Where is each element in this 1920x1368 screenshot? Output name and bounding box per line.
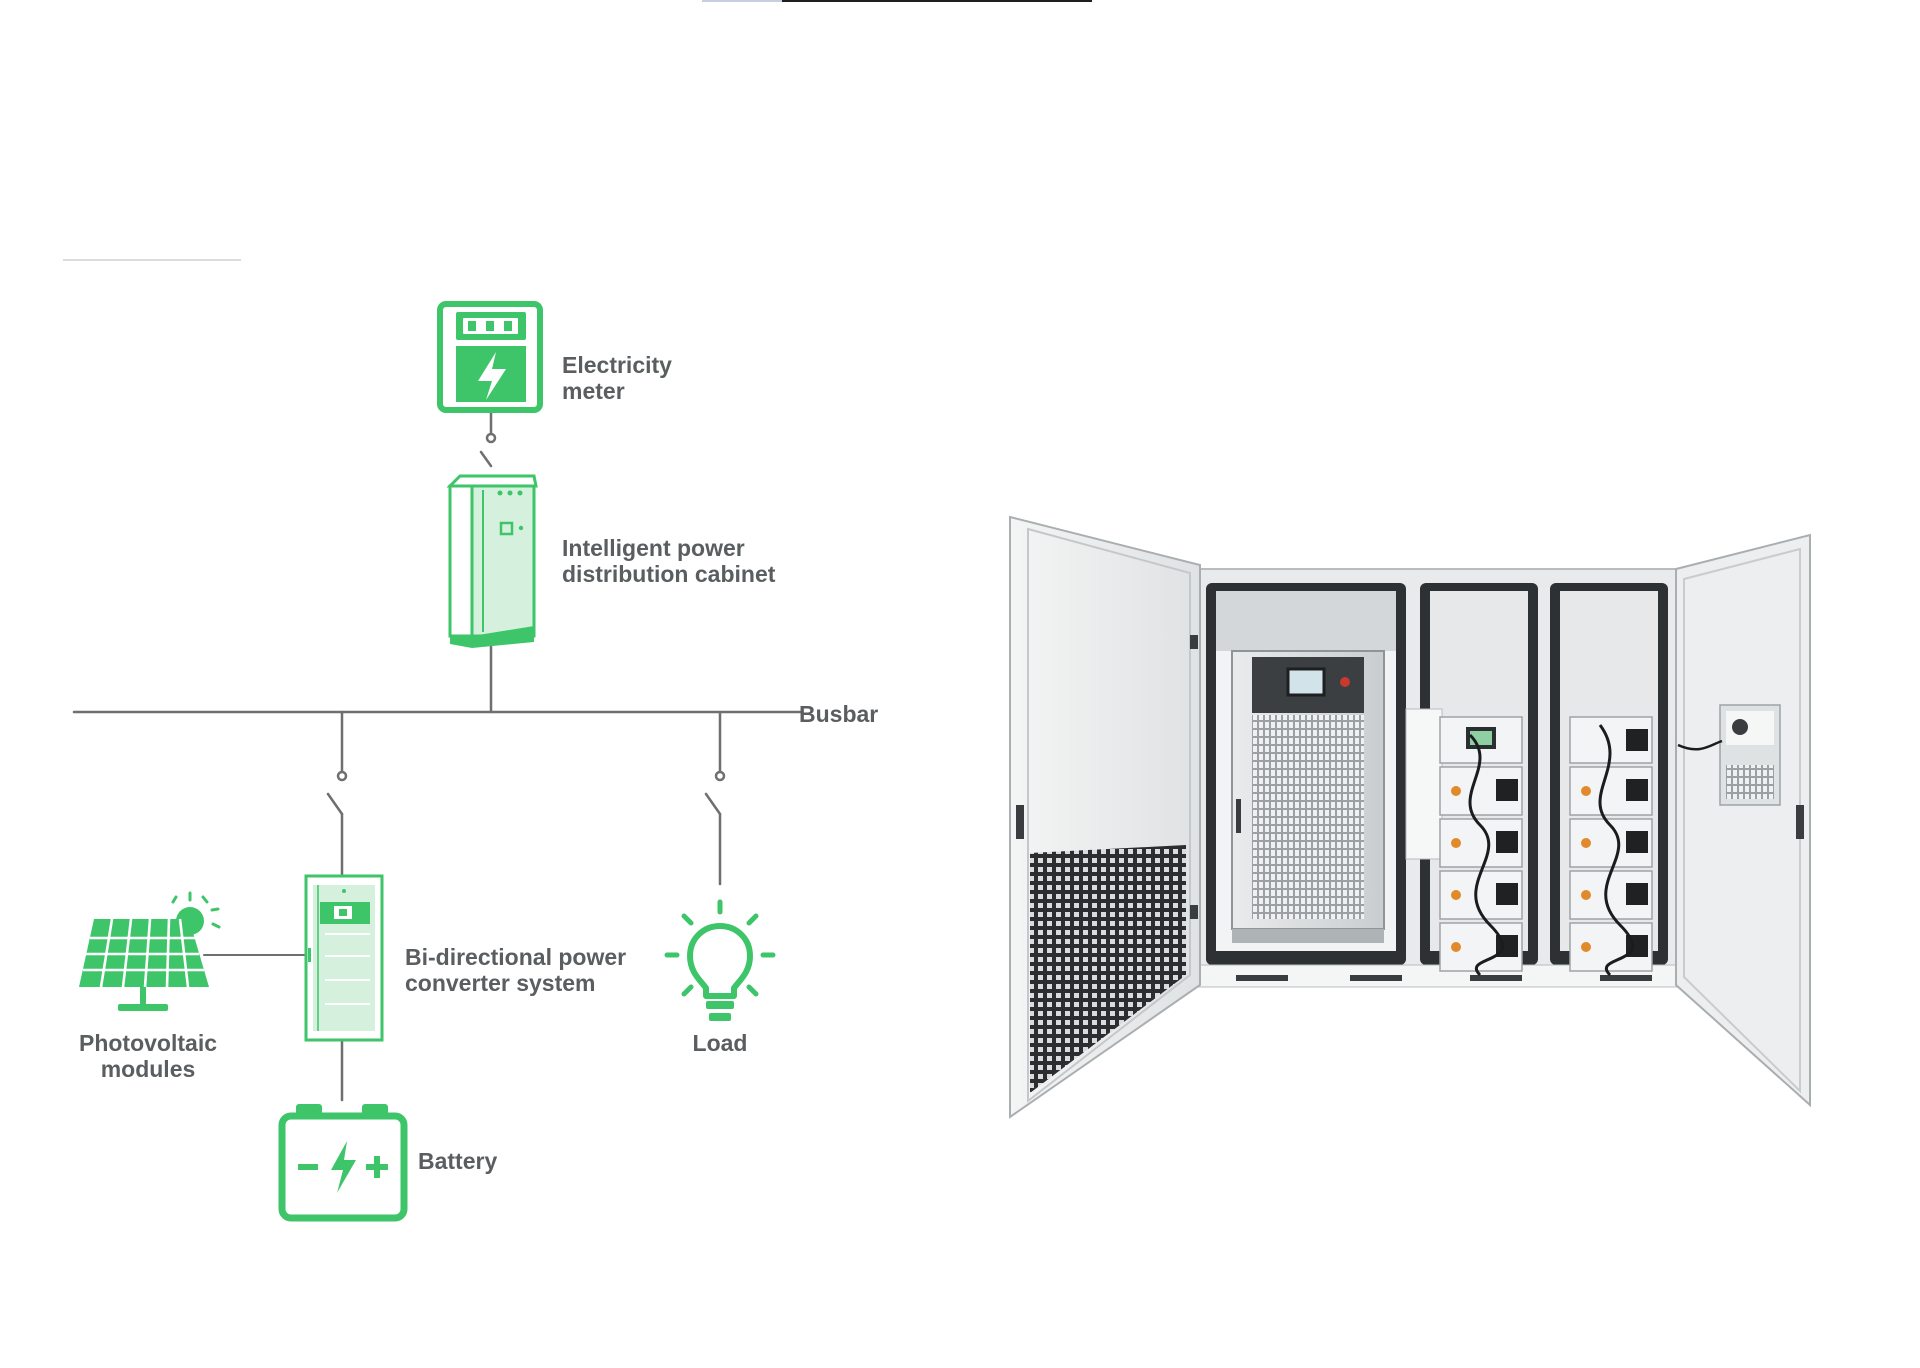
left-open-door bbox=[1009, 515, 1201, 1119]
outdoor-energy-storage-cabinet-photo bbox=[1009, 515, 1811, 1119]
pcs-unit bbox=[1231, 650, 1385, 943]
energy-system-diagram bbox=[72, 301, 802, 1222]
power-converter-cabinet-icon bbox=[304, 874, 384, 1042]
battery-rack-left bbox=[1439, 716, 1523, 977]
electricity-meter-label-line1: Electricity bbox=[562, 352, 672, 378]
connection-lines bbox=[72, 410, 802, 1102]
section-rule bbox=[63, 259, 241, 261]
electricity-meter-label-line2: meter bbox=[562, 378, 625, 404]
top-tab-rule bbox=[782, 0, 1092, 2]
top-tab-accent bbox=[702, 0, 782, 2]
battery-rack-right bbox=[1569, 716, 1653, 977]
center-post bbox=[1405, 708, 1443, 860]
pcs-switch-node bbox=[336, 770, 348, 782]
load-switch-node bbox=[714, 770, 726, 782]
pcs-label: Bi-directional power converter system bbox=[405, 944, 626, 996]
battery-label: Battery bbox=[418, 1148, 498, 1174]
meter-switch-blade bbox=[479, 450, 493, 468]
pv-label: Photovoltaic modules bbox=[48, 1030, 248, 1082]
pv-label-line1: Photovoltaic bbox=[78, 1030, 217, 1056]
light-bulb-icon bbox=[664, 899, 776, 1021]
electricity-meter-icon bbox=[437, 301, 543, 413]
distribution-cabinet-label-line1: Intelligent power bbox=[562, 535, 745, 561]
pcs-label-line2: converter system bbox=[405, 970, 596, 996]
pcs-label-line1: Bi-directional power bbox=[405, 944, 627, 970]
load-switch-blade bbox=[704, 792, 722, 816]
load-label: Load bbox=[692, 1030, 748, 1056]
pv-label-line2: modules bbox=[100, 1056, 196, 1082]
distribution-cabinet-label-line2: distribution cabinet bbox=[562, 561, 776, 587]
battery-icon bbox=[278, 1104, 408, 1222]
busbar-label: Busbar bbox=[799, 701, 879, 727]
distribution-cabinet-icon bbox=[446, 474, 538, 648]
switch-nodes bbox=[336, 432, 726, 782]
pcs-switch-blade bbox=[326, 792, 344, 816]
solar-panel-icon bbox=[79, 891, 221, 1011]
distribution-cabinet-label: Intelligent power distribution cabinet bbox=[562, 535, 775, 587]
meter-switch-node bbox=[485, 432, 497, 444]
electricity-meter-label: Electricity meter bbox=[562, 352, 672, 404]
right-open-door bbox=[1675, 533, 1811, 1108]
